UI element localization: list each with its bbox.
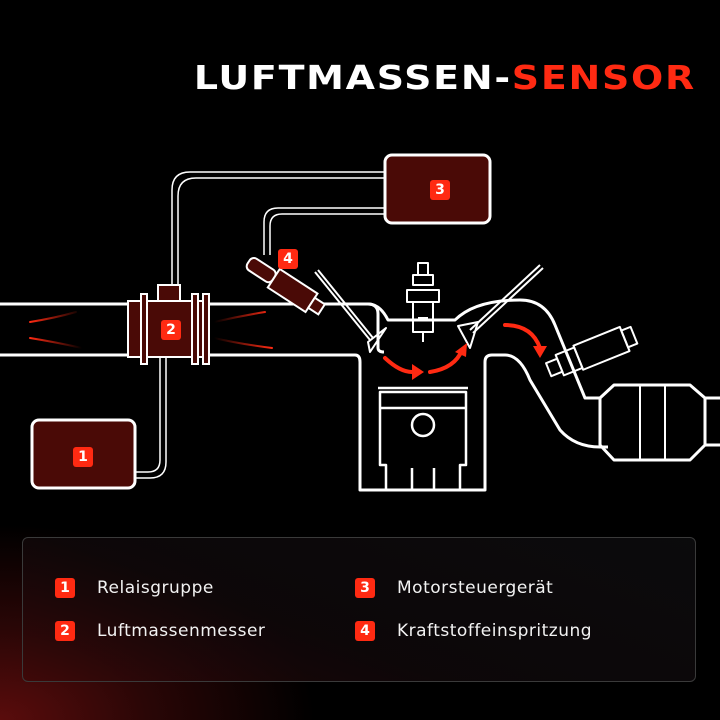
- piston: [378, 386, 468, 490]
- exhaust-valve: [469, 264, 544, 334]
- legend-label-1: Relaisgruppe: [97, 578, 214, 598]
- intake-valve: [314, 269, 374, 341]
- legend-label-2: Luftmassenmesser: [97, 621, 266, 641]
- legend-label-3: Motorsteuergerät: [397, 578, 554, 598]
- legend-badge-4: 4: [355, 621, 375, 641]
- wire-1-2: [135, 355, 167, 479]
- title-main: LUFTMASSEN-: [193, 58, 512, 97]
- wire-4-3: [263, 207, 385, 255]
- wire-2-3: [171, 171, 385, 290]
- fuel-injector-icon: [245, 256, 327, 316]
- badge-3: 3: [430, 180, 450, 200]
- legend-label-4: Kraftstoffeinspritzung: [397, 621, 593, 641]
- legend-item-2: 2 Luftmassenmesser: [55, 621, 265, 641]
- badge-2: 2: [161, 320, 181, 340]
- legend-item-3: 3 Motorsteuergerät: [355, 578, 553, 598]
- legend-item-1: 1 Relaisgruppe: [55, 578, 214, 598]
- legend-badge-1: 1: [55, 578, 75, 598]
- legend-badge-3: 3: [355, 578, 375, 598]
- catalytic-converter: [598, 383, 707, 462]
- oxygen-sensor-icon: [545, 325, 639, 378]
- legend-item-4: 4 Kraftstoffeinspritzung: [355, 621, 592, 641]
- legend-panel: 1 Relaisgruppe 2 Luftmassenmesser 3 Moto…: [22, 537, 696, 682]
- title-accent: SENSOR: [511, 58, 696, 97]
- legend-badge-2: 2: [55, 621, 75, 641]
- page-title: LUFTMASSEN-SENSOR: [0, 58, 696, 97]
- airflow-arrows: [8, 311, 542, 374]
- badge-1: 1: [73, 447, 93, 467]
- spark-plug-icon: [406, 262, 440, 342]
- badge-4: 4: [278, 249, 298, 269]
